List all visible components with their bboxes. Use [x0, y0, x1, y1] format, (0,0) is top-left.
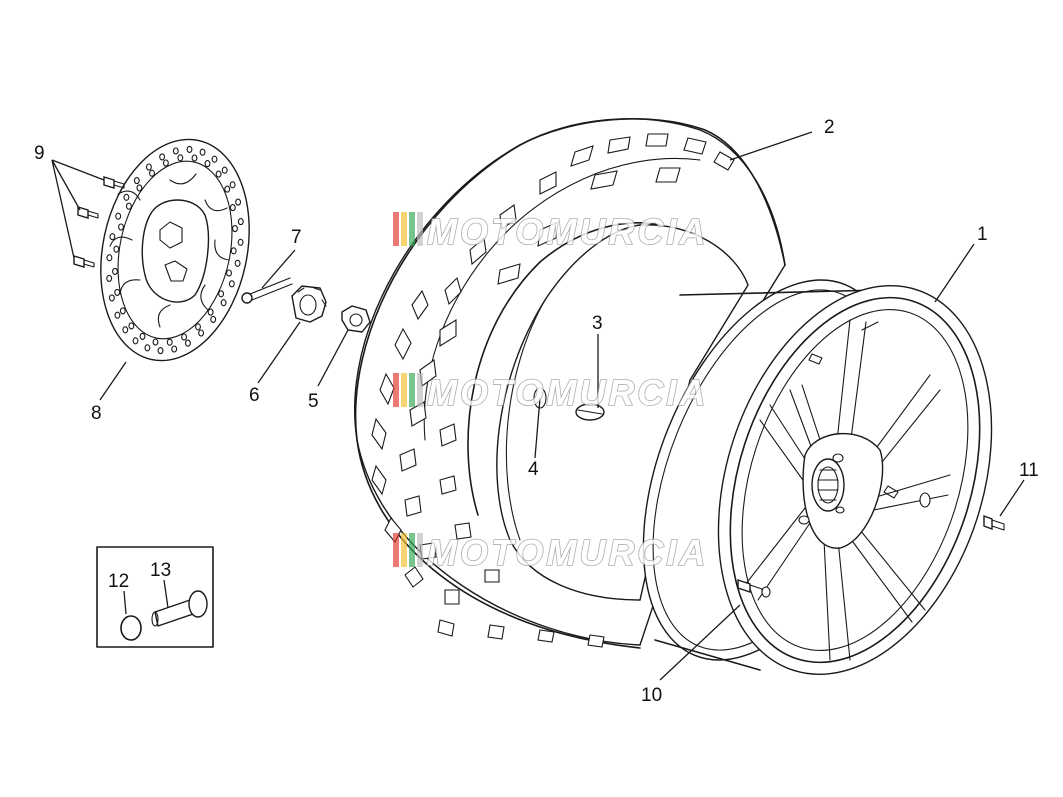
disc-hole	[125, 202, 132, 210]
disc-hole	[114, 311, 121, 319]
wheel-rim	[642, 279, 993, 675]
watermark-1: MOTOMURCIA	[393, 210, 708, 253]
disc-hole	[191, 154, 198, 162]
cotter-pin	[241, 277, 293, 304]
disc-hole	[204, 160, 211, 168]
disc-hole	[152, 338, 159, 346]
disc-hole	[237, 218, 244, 226]
disc-hole	[229, 181, 236, 189]
disc-hole	[136, 184, 143, 192]
brake-disc-holes	[106, 145, 244, 355]
disc-hole	[211, 155, 218, 163]
callout-13: 13	[150, 560, 171, 581]
callout-4: 4	[528, 459, 539, 480]
disc-hole	[128, 322, 135, 330]
disc-hole	[237, 238, 244, 246]
disc-bolt-1	[103, 176, 125, 189]
disc-hole	[159, 153, 166, 161]
rim-bolt-11	[983, 514, 1005, 531]
axle-pin	[151, 590, 208, 627]
watermark-text: MOTOMURCIA	[427, 372, 708, 413]
disc-hole	[218, 290, 225, 298]
callout-5: 5	[308, 391, 319, 412]
disc-hole	[114, 288, 121, 296]
disc-hole	[119, 307, 126, 315]
o-ring	[120, 615, 142, 641]
callout-11: 11	[1019, 460, 1039, 481]
watermark-text: MOTOMURCIA	[427, 211, 708, 252]
disc-hole	[186, 145, 193, 153]
disc-hole	[109, 233, 116, 241]
disc-hole	[139, 332, 146, 340]
callout-9: 9	[34, 143, 45, 164]
disc-hole	[108, 294, 115, 302]
callout-8: 8	[91, 403, 102, 424]
leader-lines	[51, 131, 1025, 681]
valve-and-inner-parts	[533, 387, 605, 421]
watermarks: MOTOMURCIA MOTOMURCIA MOTOMURCIA	[393, 210, 708, 574]
disc-hole	[184, 339, 191, 347]
disc-hole	[115, 212, 122, 220]
disc-hole	[112, 267, 118, 275]
callout-labels: 1 2 3 4 5 6 7 8 9 10 11 12 13	[34, 117, 1039, 706]
disc-bolt-3	[73, 255, 95, 268]
callout-7: 7	[291, 227, 302, 248]
watermark-3: MOTOMURCIA	[393, 531, 708, 574]
disc-hole	[221, 166, 228, 174]
disc-hole	[234, 259, 241, 267]
wheel-hub	[798, 432, 884, 549]
disc-hole	[106, 254, 113, 262]
rim-bolt-10	[737, 579, 771, 598]
callout-12: 12	[108, 571, 129, 592]
disc-bolts	[73, 176, 125, 268]
disc-hole	[230, 247, 237, 255]
callout-2: 2	[824, 117, 835, 138]
disc-hole	[199, 148, 206, 156]
disc-hole	[210, 315, 217, 323]
castle-nut	[291, 285, 327, 323]
disc-hole	[145, 163, 152, 171]
disc-hole	[232, 225, 238, 233]
disc-hole	[226, 269, 232, 277]
disc-hole	[122, 326, 129, 334]
disc-hole	[113, 245, 120, 253]
disc-hole	[171, 345, 178, 353]
callout-6: 6	[249, 385, 260, 406]
disc-hole	[181, 333, 188, 341]
inset-box	[96, 546, 214, 648]
disc-hole	[224, 185, 231, 193]
disc-hole	[157, 347, 164, 355]
disc-hole	[195, 323, 201, 331]
watermark-2: MOTOMURCIA	[393, 371, 708, 414]
disc-hole	[220, 299, 227, 307]
disc-hole	[172, 147, 179, 155]
brake-disc	[100, 138, 250, 362]
callout-1: 1	[977, 224, 988, 245]
callout-10: 10	[641, 685, 662, 706]
disc-hole	[215, 170, 222, 178]
disc-hole	[144, 344, 151, 352]
disc-hole	[177, 154, 184, 162]
tyre-tread	[371, 133, 735, 648]
disc-hole	[229, 204, 236, 212]
callout-3: 3	[592, 313, 603, 334]
disc-hole	[162, 159, 169, 167]
disc-hole	[133, 177, 140, 185]
disc-hole	[149, 169, 155, 177]
disc-bolt-2	[77, 206, 99, 219]
disc-hole	[123, 193, 130, 201]
disc-hole	[118, 223, 124, 231]
watermark-text: MOTOMURCIA	[427, 532, 708, 573]
disc-hole	[132, 337, 139, 345]
disc-hole	[198, 329, 205, 337]
disc-hole	[228, 280, 235, 288]
disc-hole	[166, 338, 173, 346]
disc-hole	[235, 198, 242, 206]
disc-hole	[207, 308, 214, 316]
disc-hole	[106, 274, 113, 282]
axle-nut	[341, 305, 371, 333]
